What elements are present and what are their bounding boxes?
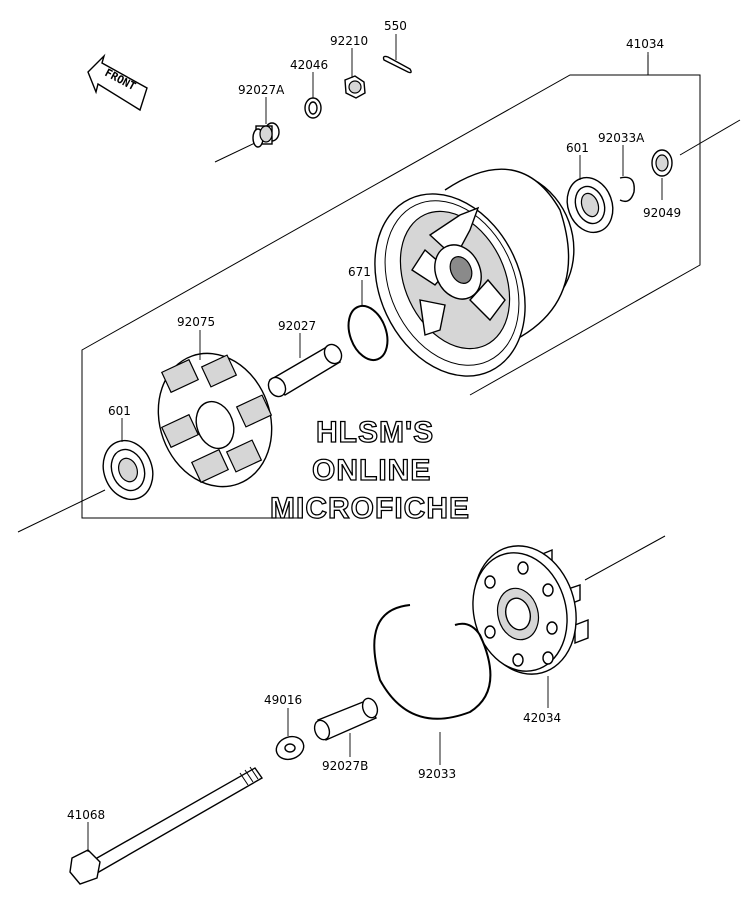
wheel-rim bbox=[374, 168, 575, 377]
cotter-pin-550 bbox=[382, 55, 412, 74]
label-92049: 92049 bbox=[643, 206, 681, 220]
bearing-601-left bbox=[102, 439, 154, 501]
label-42046: 42046 bbox=[290, 58, 328, 72]
damper-92075 bbox=[157, 352, 273, 488]
label-92027a: 92027A bbox=[238, 83, 285, 97]
label-41034: 41034 bbox=[626, 37, 664, 51]
label-92210: 92210 bbox=[330, 34, 368, 48]
label-550: 550 bbox=[384, 19, 407, 33]
o-ring-671 bbox=[347, 304, 389, 362]
label-42034: 42034 bbox=[523, 711, 561, 725]
label-92027b: 92027B bbox=[322, 759, 368, 773]
label-92027: 92027 bbox=[278, 319, 316, 333]
label-92075: 92075 bbox=[177, 315, 215, 329]
bearing-601-top bbox=[566, 176, 614, 234]
label-601-top: 601 bbox=[566, 141, 589, 155]
collar-92027a bbox=[252, 122, 280, 148]
watermark: HLSM'S ONLINE MICROFICHE bbox=[269, 415, 470, 525]
watermark-line-1: HLSM'S bbox=[316, 416, 434, 449]
part-labels: 41034 550 92210 42046 92027A 601 92033A … bbox=[67, 19, 681, 822]
seal-92049 bbox=[651, 149, 673, 177]
label-671: 671 bbox=[348, 265, 371, 279]
label-92033a: 92033A bbox=[598, 131, 645, 145]
leader-lines bbox=[87, 34, 663, 852]
label-601-left: 601 bbox=[108, 404, 131, 418]
washer-49016 bbox=[275, 735, 305, 761]
collar-92027 bbox=[267, 343, 343, 398]
watermark-line-3: MICROFICHE bbox=[270, 492, 470, 525]
label-92033: 92033 bbox=[418, 767, 456, 781]
center-lines bbox=[17, 119, 741, 581]
watermark-line-2: ONLINE bbox=[312, 454, 431, 487]
label-41068: 41068 bbox=[67, 808, 105, 822]
axle-41068 bbox=[69, 766, 264, 885]
nut-92210 bbox=[344, 75, 366, 99]
collar-92027b bbox=[313, 697, 379, 741]
sprocket-hub-42034 bbox=[472, 545, 589, 675]
circlip-92033 bbox=[373, 604, 492, 720]
front-arrow-icon: FRONT bbox=[87, 53, 148, 112]
washer-42046 bbox=[304, 97, 322, 119]
circlip-92033a bbox=[619, 176, 635, 203]
label-49016: 49016 bbox=[264, 693, 302, 707]
